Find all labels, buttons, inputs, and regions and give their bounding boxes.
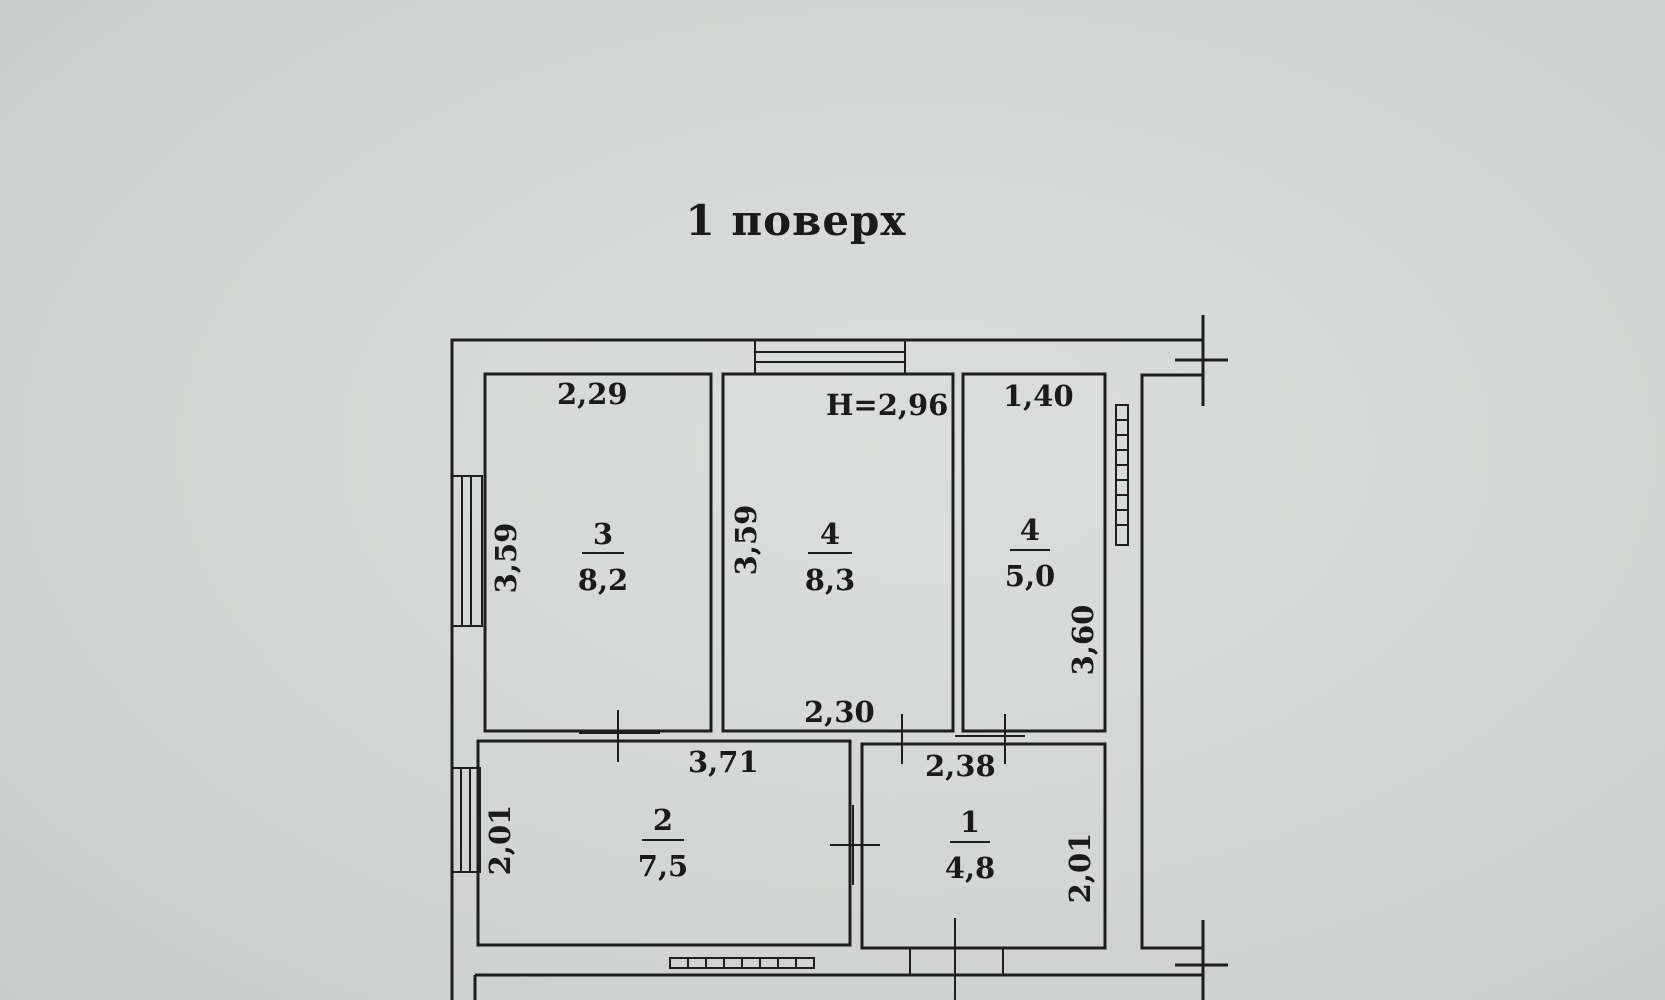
room-2-depth-label: 2,01 xyxy=(483,805,517,876)
room-1-area: 4,8 xyxy=(945,851,995,885)
room-2-outline xyxy=(476,739,852,947)
room-4-outline xyxy=(721,372,955,733)
room-3-depth-label: 3,59 xyxy=(489,523,523,594)
room-3-area: 8,2 xyxy=(578,563,628,597)
room-4-width-label: 2,30 xyxy=(804,695,875,729)
room-2-number: 2 xyxy=(653,803,673,837)
room-1-number: 1 xyxy=(960,805,980,839)
window-left-upper xyxy=(451,475,483,627)
radiator-right xyxy=(1115,404,1129,546)
room-4b-area: 5,0 xyxy=(1005,559,1055,593)
room-2-width-label: 3,71 xyxy=(688,745,759,779)
room-1-width-label: 2,38 xyxy=(925,749,996,783)
room-3-outline xyxy=(483,372,713,733)
window-left-upper-frame xyxy=(451,475,483,627)
radiator-right-frame xyxy=(1115,404,1129,546)
right-corridor-wall xyxy=(1140,373,1203,950)
room-4b-outline xyxy=(961,372,1107,733)
room-3-width-label: 2,29 xyxy=(557,377,628,411)
room-1-depth-label: 2,01 xyxy=(1063,833,1097,904)
floor-title: 1 поверх xyxy=(685,196,907,245)
window-top xyxy=(754,339,906,375)
room-4-number: 4 xyxy=(820,517,840,551)
room-4b-width-label: 1,40 xyxy=(1003,379,1074,413)
window-top-frame xyxy=(754,339,906,375)
ceiling-height-label: H=2,96 xyxy=(826,388,948,422)
room-4-area: 8,3 xyxy=(805,563,855,597)
room-4b-number: 4 xyxy=(1020,513,1040,547)
room-4b-depth-label: 3,60 xyxy=(1066,605,1100,676)
room-3-number: 3 xyxy=(593,517,613,551)
room-4-depth-label: 3,59 xyxy=(729,505,763,576)
radiator-bottom xyxy=(669,957,815,969)
window-left-lower xyxy=(451,767,481,873)
entrance-bottom xyxy=(909,918,1004,1000)
window-left-lower-frame xyxy=(451,767,481,873)
door-marks xyxy=(579,710,1025,885)
room-2-area: 7,5 xyxy=(638,849,688,883)
